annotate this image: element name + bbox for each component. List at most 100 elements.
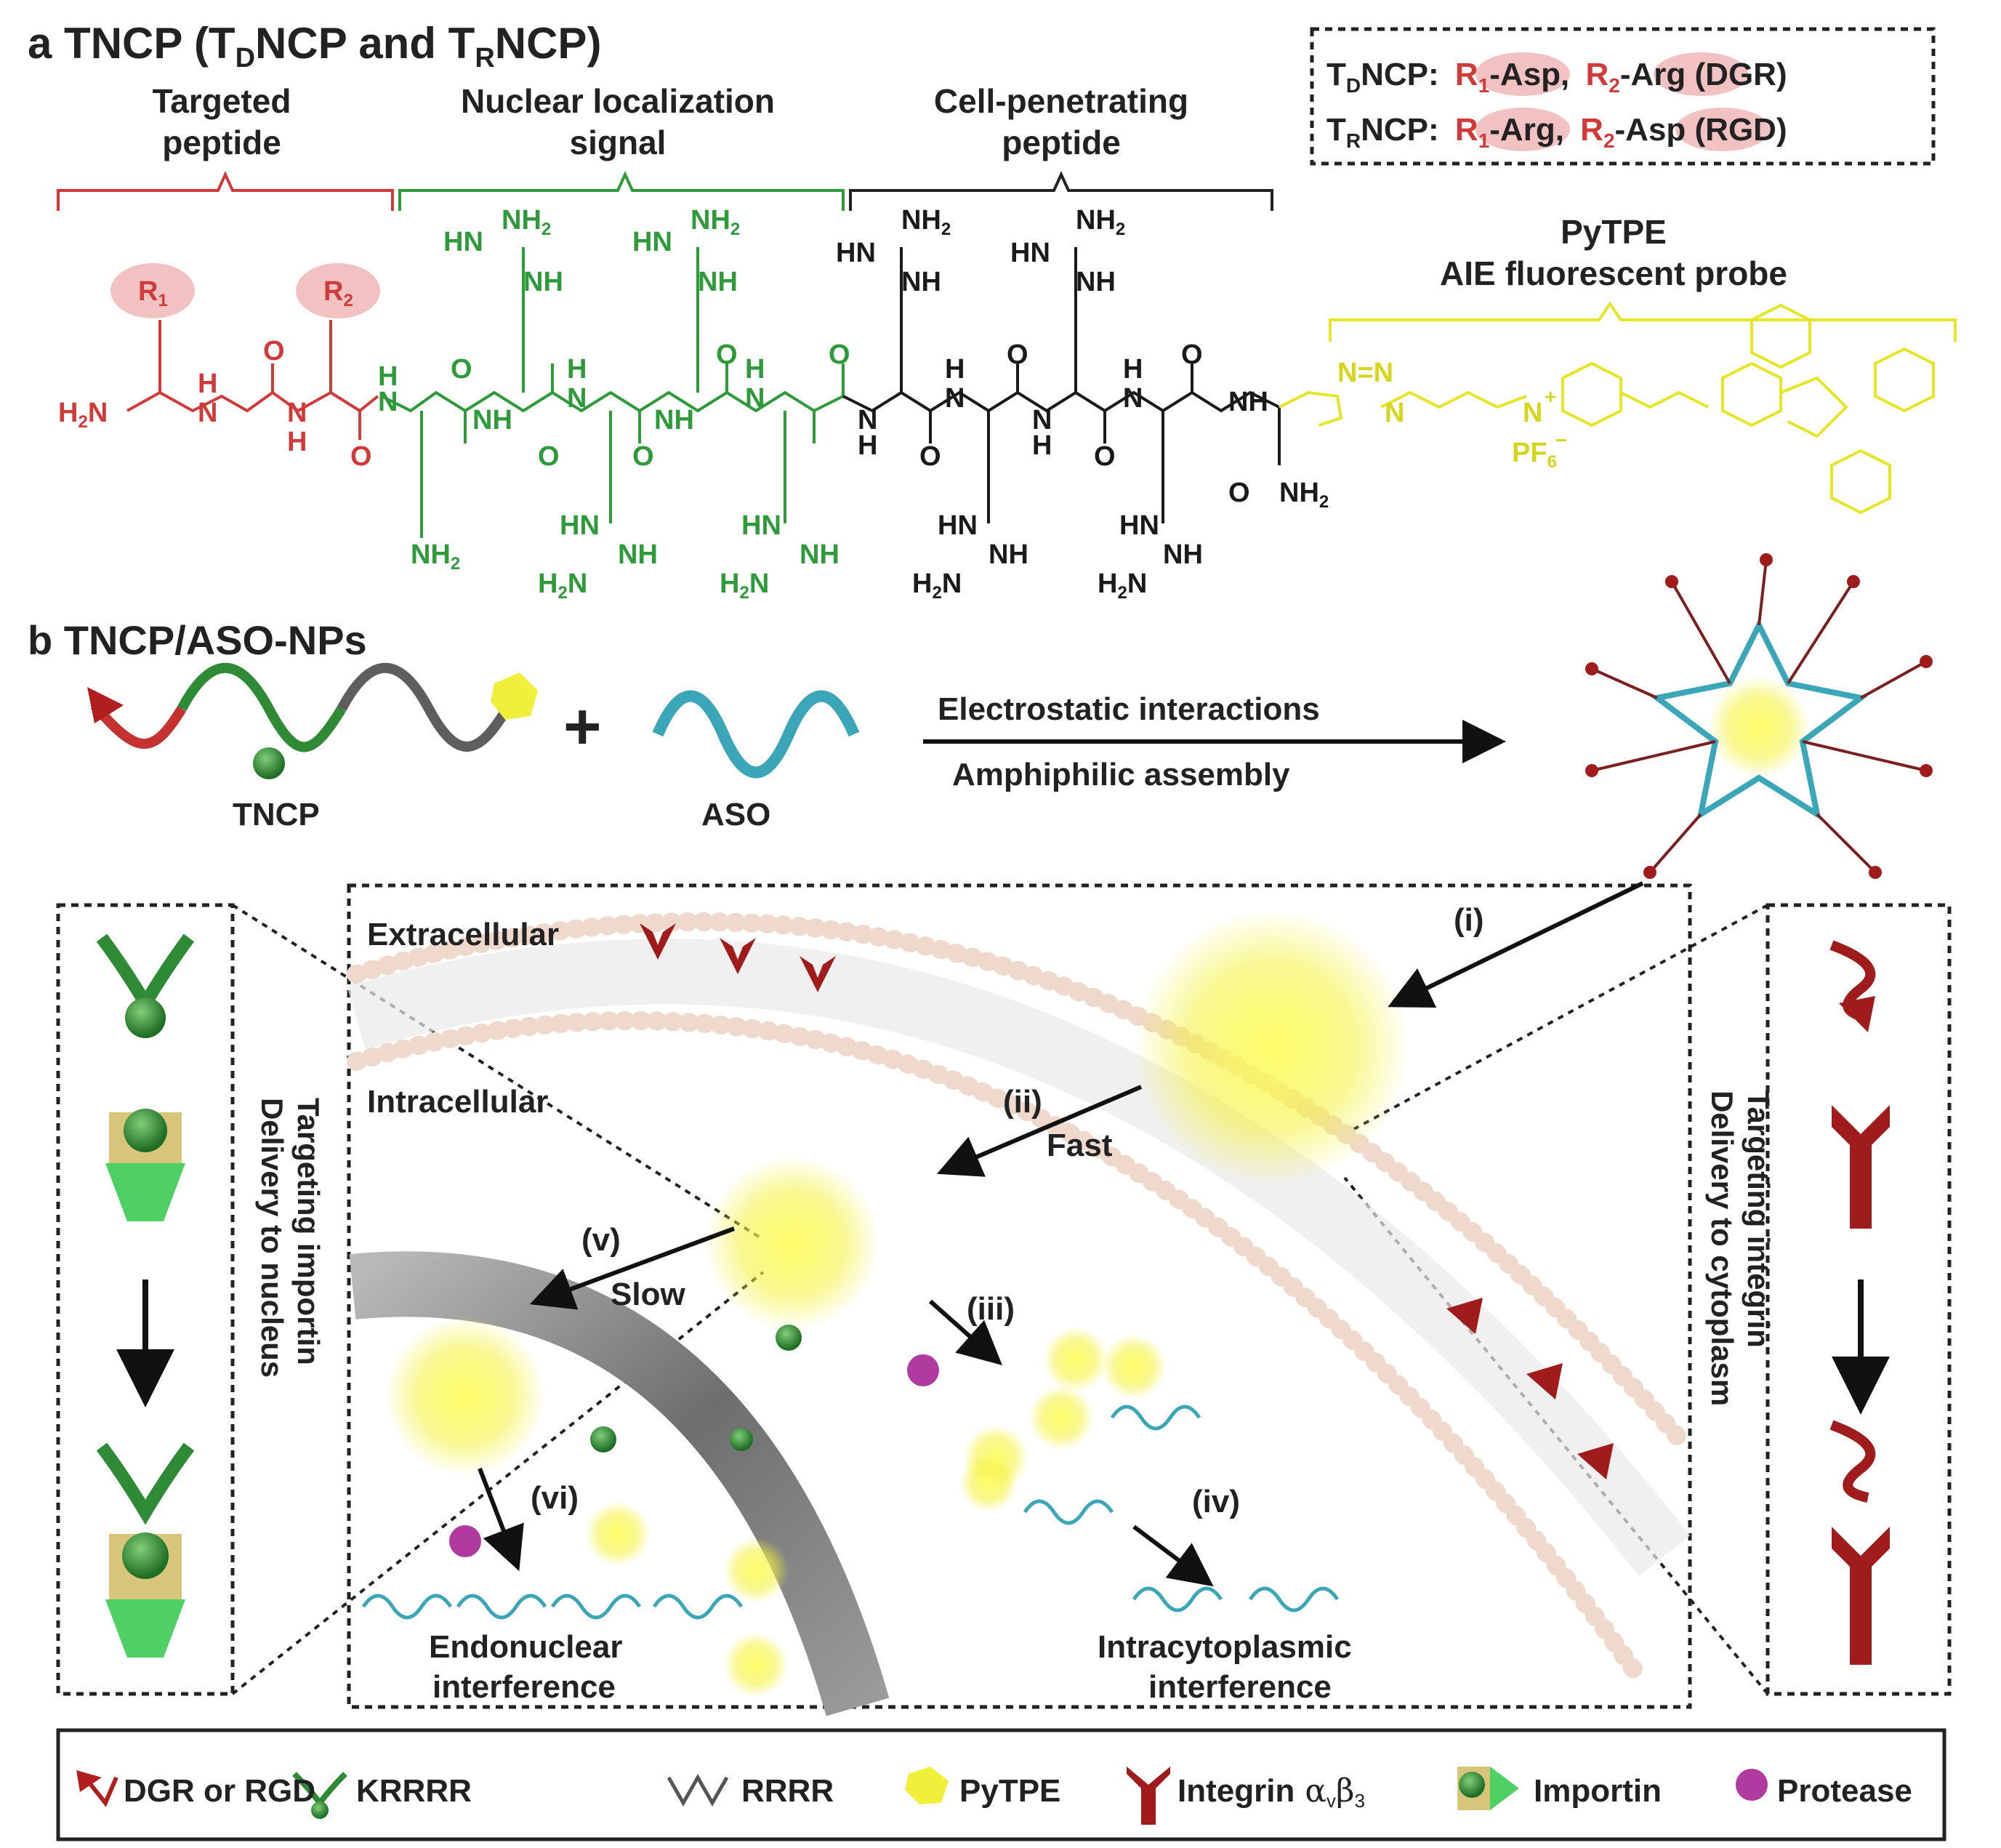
svg-text:NH: NH (472, 405, 512, 435)
label-nls: Nuclear localization (461, 82, 775, 120)
svg-text:H: H (378, 361, 398, 392)
legend-box (56, 1728, 1946, 1841)
svg-text:O: O (632, 441, 654, 472)
integrin-receptors (640, 923, 1614, 1479)
svg-text:NH: NH (654, 405, 694, 435)
svg-text:NH: NH (1163, 539, 1203, 570)
cell-membrane (347, 912, 1696, 1682)
svg-text:NH: NH (800, 539, 840, 570)
tr-r2-highlight (1675, 108, 1770, 151)
svg-text:N: N (945, 383, 965, 414)
importin-side-panel: Targeting importin Delivery to nucleus (96, 933, 326, 1658)
svg-text:H2N: H2N (912, 569, 962, 603)
svg-text:O: O (1228, 478, 1250, 508)
plus-sign: + (563, 691, 602, 763)
chemical-structure: R1 R2 H2N H N O N H O H N O NH O (58, 205, 1935, 603)
legend-rrrr: RRRR (741, 1773, 834, 1809)
arrow-ii (936, 1085, 1143, 1177)
label-step-ii: (ii) (1003, 1084, 1042, 1120)
svg-text:N: N (567, 383, 587, 414)
np-at-membrane (1134, 909, 1410, 1185)
arrow-v (529, 1226, 736, 1310)
svg-text:N: N (1123, 383, 1143, 414)
svg-text:NH: NH (618, 539, 658, 570)
svg-text:HN: HN (560, 510, 600, 541)
label-slow: Slow (611, 1277, 685, 1312)
label-endonuclear-2: interference (432, 1669, 616, 1705)
arrow-label-electrostatic: Electrostatic interactions (938, 691, 1320, 727)
cell-scheme: Extracellular Intracellular (i) (ii) Fas… (56, 881, 1952, 1716)
svg-text:HN: HN (1119, 510, 1159, 541)
legend-dgr: DGR or RGD (124, 1773, 315, 1809)
pytpe-structure (1279, 303, 1935, 515)
aso-cartoon: ASO (652, 690, 860, 832)
svg-text:O: O (451, 354, 472, 385)
importin-icons (590, 1325, 802, 1453)
svg-text:H2N: H2N (538, 569, 587, 603)
arrow-iv (1132, 1524, 1214, 1587)
brace-nls (398, 171, 845, 211)
svg-text:O: O (538, 441, 560, 472)
svg-text:NH2: NH2 (901, 205, 951, 239)
svg-text:NH: NH (523, 267, 563, 297)
protease-icons (449, 1354, 939, 1557)
svg-text:N: N (287, 398, 307, 428)
label-step-i: (i) (1454, 902, 1484, 938)
svg-text:N: N (1032, 405, 1052, 435)
label-intracellular: Intracellular (367, 1084, 548, 1120)
svg-text:HN: HN (938, 510, 978, 541)
svg-text:O: O (350, 441, 372, 472)
nucleus-envelope (349, 1251, 890, 1716)
svg-text:N: N (1385, 398, 1404, 428)
panel-b: b TNCP/ASO-NPs TNCP + ASO Electrostatic … (28, 553, 1933, 879)
label-extracellular: Extracellular (367, 917, 559, 952)
svg-text:NH: NH (989, 539, 1028, 570)
svg-text:NH: NH (698, 267, 738, 297)
svg-text:O: O (716, 340, 738, 370)
label-targeted: Targeted (153, 82, 291, 120)
legend-importin: Importin (1534, 1773, 1662, 1809)
svg-text:O: O (1181, 340, 1203, 370)
importin-box (56, 903, 235, 1696)
svg-text:HN: HN (443, 227, 483, 257)
svg-text:R2: R2 (323, 276, 353, 310)
tr-ncp-line: TRNCP: R1-Arg, R2-Asp (RGD) (1326, 112, 1787, 152)
svg-text:H: H (745, 354, 765, 385)
svg-text:N: N (745, 383, 765, 414)
svg-text:NH2: NH2 (1279, 478, 1329, 512)
svg-text:O: O (919, 441, 941, 472)
svg-text:NH2: NH2 (502, 205, 551, 239)
label-pytpe: PyTPE (1561, 213, 1667, 251)
label-step-iv: (iv) (1192, 1484, 1240, 1519)
integrin-side-panel: Targeting integrin Delivery to cytoplasm (1705, 940, 1890, 1665)
label-step-v: (v) (581, 1222, 621, 1258)
cpp-structure (842, 247, 1281, 523)
variant-legend-box (1310, 27, 1936, 166)
svg-text:N: N (1523, 398, 1542, 428)
svg-text:PF6: PF6 (1512, 438, 1557, 472)
svg-text:H: H (1032, 430, 1052, 461)
label-step-iii: (iii) (967, 1291, 1015, 1327)
label-aie: AIE fluorescent probe (1440, 254, 1787, 292)
right-side-text-2: Delivery to cytoplasm (1705, 1090, 1739, 1406)
label-step-vi: (vi) (531, 1480, 579, 1516)
legend-krrrr: KRRRR (356, 1773, 472, 1809)
svg-text:H: H (1123, 354, 1143, 385)
pytpe-dots (585, 1327, 1167, 1698)
cell-box (347, 883, 1692, 1709)
svg-text:N: N (858, 405, 877, 435)
label-endonuclear: Endonuclear (429, 1629, 623, 1665)
td-ncp-line: TDNCP: R1-Asp, R2-Arg (DGR) (1326, 57, 1787, 97)
svg-text:N: N (198, 398, 217, 428)
label-fast: Fast (1047, 1128, 1113, 1163)
label-intracytoplasmic-2: interference (1148, 1669, 1332, 1705)
tr-r1-highlight (1475, 108, 1570, 151)
svg-text:HN: HN (632, 227, 672, 257)
nls-structure (381, 247, 845, 538)
label-nls-2: signal (570, 124, 667, 161)
td-r2-highlight (1654, 52, 1748, 96)
svg-text:H2N: H2N (58, 398, 108, 432)
